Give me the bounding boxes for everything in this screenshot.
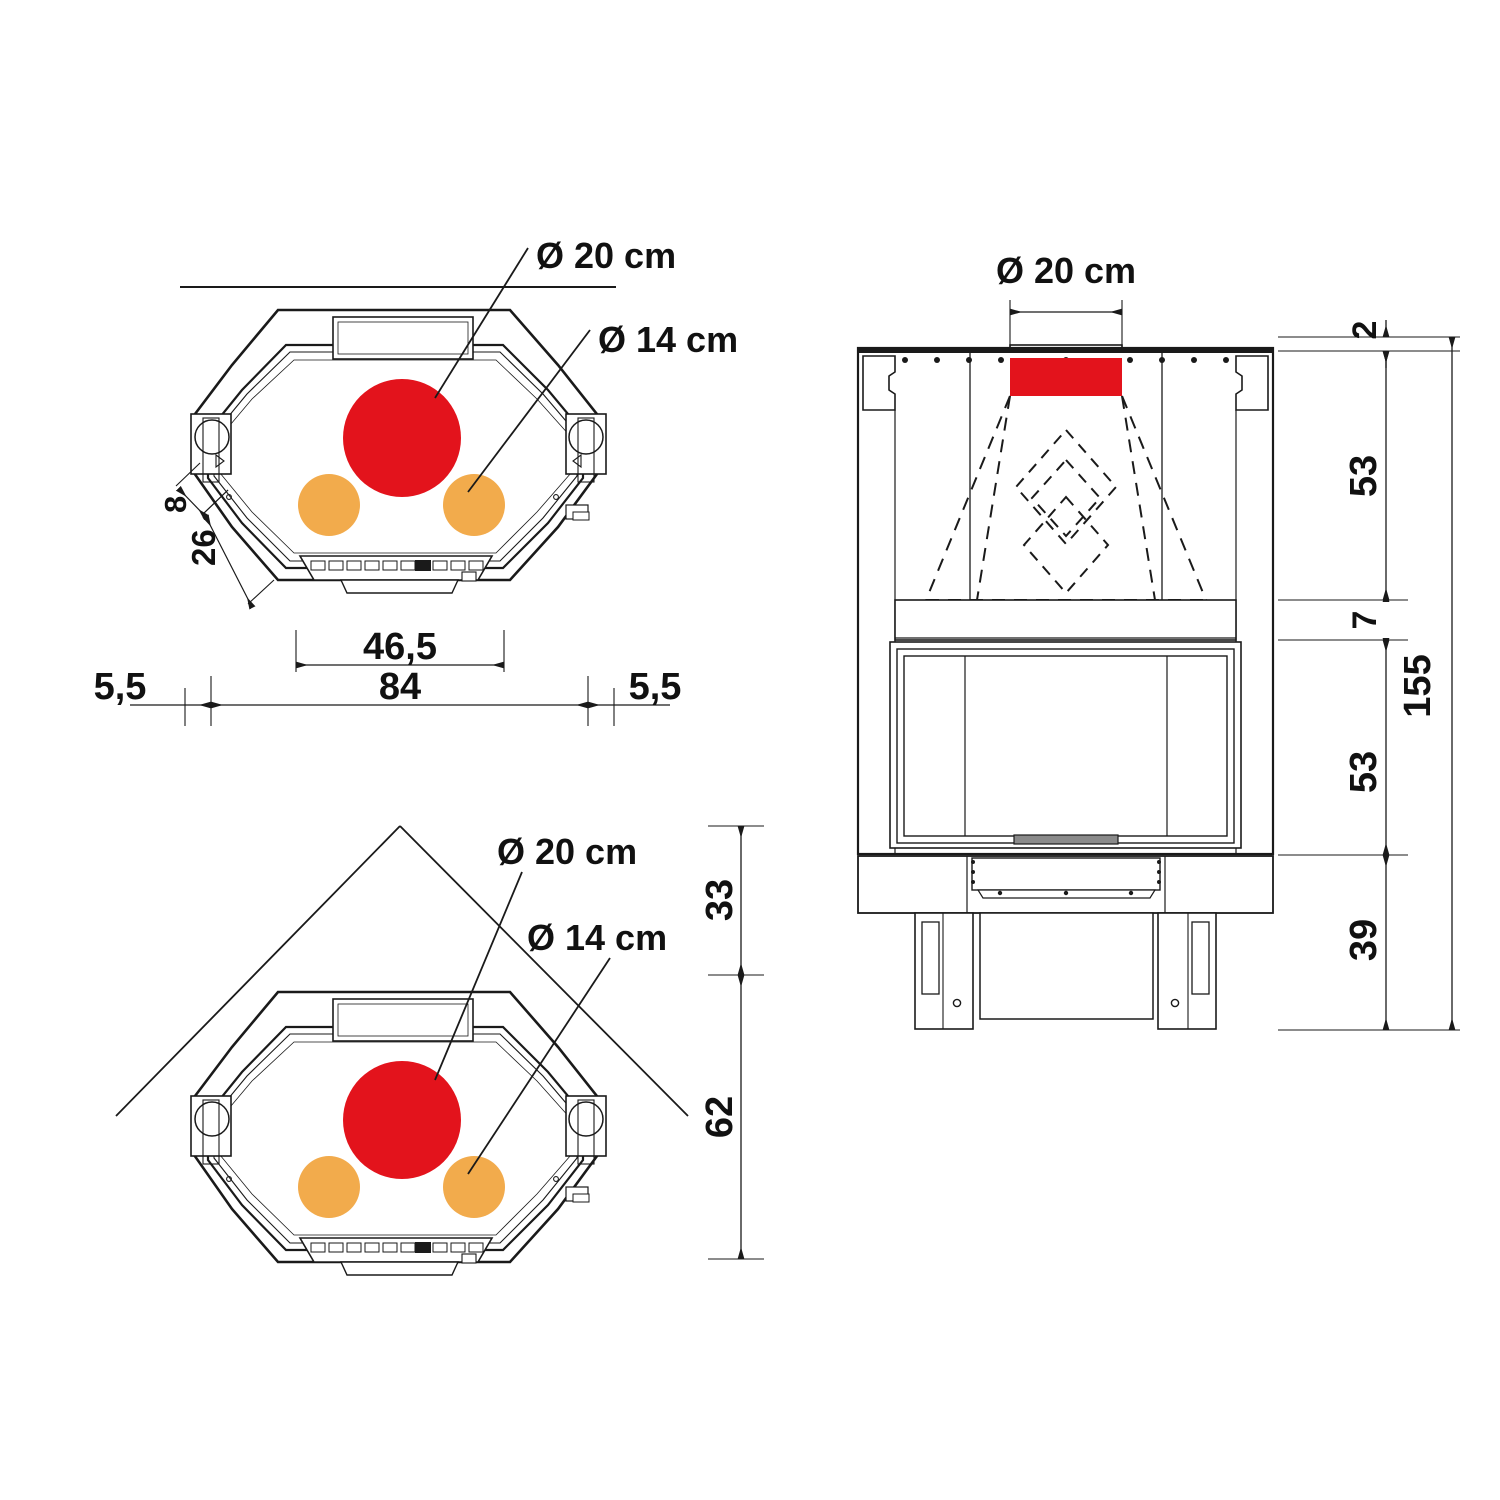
door-frame-inner <box>903 655 1228 837</box>
drawer-catch <box>461 571 477 582</box>
dim-corner-body-depth: 62 <box>699 974 764 1260</box>
dim-depth-body: 26 <box>185 489 275 610</box>
dim-corner-offset: 33 <box>699 825 764 976</box>
grill-slots <box>310 560 484 571</box>
dim-value-46-5: 46,5 <box>363 626 437 668</box>
label-air-diameter-corner: Ø 14 cm <box>527 917 667 958</box>
flue-circle-20cm <box>343 379 461 497</box>
rear-duct <box>332 316 474 360</box>
left-hinge-arrow <box>215 453 225 469</box>
ash-pan-tray <box>971 857 1161 891</box>
dim-width-total: 84 <box>210 666 589 726</box>
ash-drawer-lip <box>339 579 460 594</box>
air-inlet-circle-right <box>443 474 505 536</box>
dim-clearance-right: 5,5 <box>588 666 682 726</box>
right-hinge-arrow <box>572 453 582 469</box>
dim-value-2: 2 <box>1346 321 1384 340</box>
dim-value-39: 39 <box>1343 919 1385 961</box>
dim-value-7: 7 <box>1346 611 1384 630</box>
right-latch-tab-corner <box>572 1193 590 1203</box>
left-pivot-circle-corner <box>194 1101 230 1137</box>
grill-handle-mark <box>415 560 431 571</box>
drawer-catch-corner <box>461 1253 477 1264</box>
leg-right-bolt <box>1170 998 1180 1008</box>
door-handle-bar <box>1013 834 1119 845</box>
right-pivot-circle <box>568 419 604 455</box>
screw-mark-right <box>553 494 559 500</box>
rear-duct-inner-corner <box>337 1003 469 1037</box>
dim-value-53-top: 53 <box>1343 455 1385 497</box>
dim-stack-elevation <box>1278 320 1460 1031</box>
elevation-view: Ø 20 cm 2 53 7 53 <box>856 250 1460 1031</box>
leader-flue <box>434 247 529 399</box>
dim-value-155: 155 <box>1397 654 1439 717</box>
dim-value-5-5-left: 5,5 <box>94 666 147 708</box>
left-hinge-plate <box>202 417 220 483</box>
rear-duct-corner <box>332 998 474 1042</box>
plan-corner-view: Ø 20 cm Ø 14 cm 33 62 <box>115 825 764 1276</box>
right-hinge-plate-corner <box>577 1099 595 1165</box>
air-inlet-circle-right-corner <box>443 1156 505 1218</box>
bottom-drawer <box>979 912 1154 1020</box>
dim-flue-width-elevation <box>1009 300 1123 348</box>
leg-left-slot <box>921 921 940 995</box>
screw-mark-left-corner <box>226 1176 232 1182</box>
dim-value-84: 84 <box>379 666 421 708</box>
dim-value-26: 26 <box>185 529 222 566</box>
flue-block-red <box>1010 358 1122 396</box>
ash-drawer-lip-corner <box>339 1261 460 1276</box>
right-latch-tab <box>572 511 590 521</box>
hood-diamond-dashed <box>1014 428 1118 595</box>
dim-width-inner: 46,5 <box>295 626 505 672</box>
dim-value-33: 33 <box>699 879 741 921</box>
rear-duct-inner <box>337 321 469 355</box>
label-flue-diameter-elevation: Ø 20 cm <box>996 250 1136 291</box>
ash-pan-screws <box>971 860 1161 896</box>
leg-left-bolt <box>952 998 962 1008</box>
dim-value-62: 62 <box>699 1096 741 1138</box>
dim-clearance-left: 5,5 <box>94 666 211 726</box>
label-flue-diameter: Ø 20 cm <box>536 235 676 276</box>
screw-mark-right-corner <box>553 1176 559 1182</box>
label-flue-diameter-corner: Ø 20 cm <box>497 831 637 872</box>
dim-value-8: 8 <box>158 496 193 513</box>
bottom-grill <box>298 555 494 581</box>
bottom-grill-corner <box>298 1237 494 1263</box>
flue-circle-20cm-corner <box>343 1061 461 1179</box>
dim-value-5-5-right: 5,5 <box>629 666 682 708</box>
corner-wall-left <box>115 825 401 1117</box>
air-inlet-circle-left <box>298 474 360 536</box>
leader-air <box>467 329 591 493</box>
label-air-diameter: Ø 14 cm <box>598 319 738 360</box>
screw-mark-left <box>226 494 232 500</box>
left-pivot-circle <box>194 419 230 455</box>
right-hinge-plate <box>577 417 595 483</box>
leader-flue-corner <box>434 871 523 1081</box>
plan-straight-view: Ø 20 cm Ø 14 cm 8 26 46,5 84 <box>94 235 738 726</box>
left-hinge-plate-corner <box>202 1099 220 1165</box>
corner-wall-right <box>399 825 689 1117</box>
air-inlet-circle-left-corner <box>298 1156 360 1218</box>
left-top-bracket <box>862 355 896 411</box>
leg-right-slot <box>1191 921 1210 995</box>
leader-air-corner <box>467 957 611 1175</box>
dim-value-53-bottom: 53 <box>1343 751 1385 793</box>
right-pivot-circle-corner <box>568 1101 604 1137</box>
right-top-bracket <box>1235 355 1269 411</box>
lintel-band <box>894 599 1237 641</box>
grill-handle-mark-corner <box>415 1242 431 1253</box>
